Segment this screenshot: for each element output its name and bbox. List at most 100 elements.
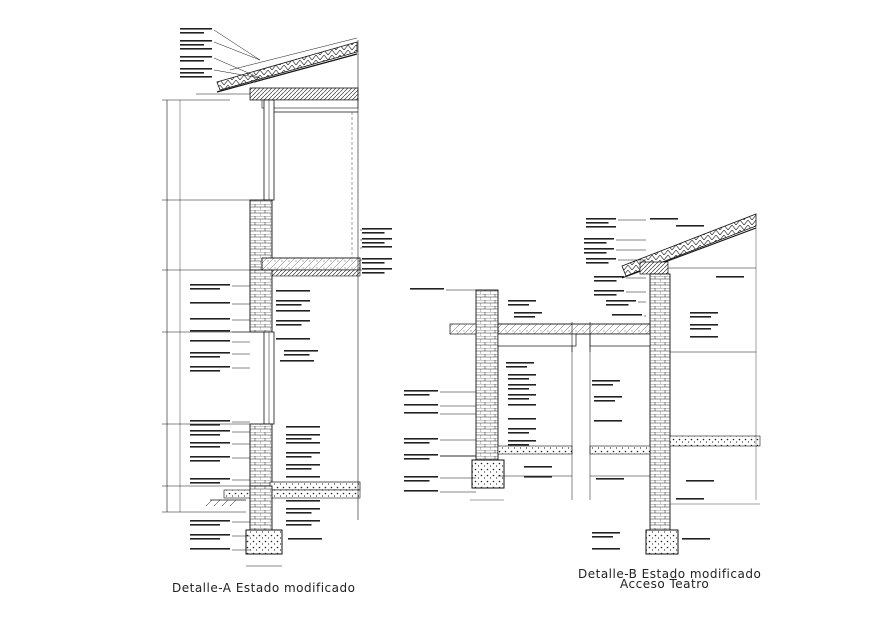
annotation-mark [676, 498, 704, 500]
leader-line [213, 57, 261, 79]
annotation-mark [276, 290, 310, 292]
annotation-mark [190, 442, 230, 444]
annotation-mark [362, 262, 385, 264]
annotation-mark [190, 434, 220, 436]
annotation-mark [180, 68, 212, 70]
annotation-mark [508, 432, 529, 434]
annotation-mark [190, 424, 220, 426]
annotation-mark [508, 374, 536, 376]
leader-line [213, 29, 261, 61]
annotation-mark [586, 226, 616, 228]
annotation-mark [584, 252, 607, 254]
detail-a-caption: Detalle-A Estado modificado [172, 581, 356, 595]
annotation-mark [288, 538, 322, 540]
annotation-mark [190, 352, 230, 354]
annotation-mark [190, 534, 230, 536]
annotation-mark [190, 524, 220, 526]
annotation-mark [404, 404, 438, 406]
annotation-mark [404, 394, 430, 396]
annotation-mark [594, 400, 615, 402]
annotation-mark [612, 314, 642, 316]
annotation-mark [180, 32, 204, 34]
annotation-mark [284, 354, 310, 356]
annotation-mark [190, 430, 230, 432]
annotation-mark [584, 248, 614, 250]
annotation-mark [190, 456, 230, 458]
annotation-mark [190, 366, 230, 368]
annotation-mark [594, 420, 622, 422]
annotation-mark [404, 442, 430, 444]
annotation-mark [362, 258, 392, 260]
annotation-mark [286, 520, 320, 522]
annotation-mark [586, 262, 609, 264]
annotation-mark [190, 318, 230, 320]
annotation-mark [596, 478, 624, 480]
annotation-mark [286, 452, 320, 454]
annotation-mark [286, 426, 320, 428]
annotation-mark [686, 480, 714, 482]
annotation-mark [508, 300, 536, 302]
annotation-mark [690, 312, 718, 314]
detail-b-drawing [440, 213, 761, 555]
roof-a [216, 41, 358, 91]
annotation-mark [508, 444, 529, 446]
annotation-mark [286, 456, 312, 458]
annotation-mark [650, 218, 678, 220]
annotation-mark [180, 40, 212, 42]
annotation-mark [286, 468, 312, 470]
annotation-mark [286, 500, 320, 502]
annotation-mark [508, 394, 536, 396]
annotation-mark [584, 238, 614, 240]
annotation-mark [276, 338, 310, 340]
annotation-mark [286, 434, 320, 436]
annotation-mark [276, 310, 310, 312]
annotation-mark [594, 276, 624, 278]
annotation-mark [284, 350, 318, 352]
annotation-mark [404, 490, 438, 492]
annotation-mark [508, 388, 529, 390]
annotation-mark [508, 304, 529, 306]
annotation-mark [180, 28, 212, 30]
annotation-mark [190, 420, 230, 422]
annotation-mark [190, 446, 220, 448]
annotation-mark [682, 538, 710, 540]
annotation-mark [286, 524, 312, 526]
annotation-mark [404, 480, 430, 482]
annotation-mark [404, 412, 438, 414]
detail-a-drawing [162, 37, 361, 567]
annotation-mark [508, 378, 529, 380]
annotation-mark [362, 232, 385, 234]
annotation-mark [508, 440, 536, 442]
annotation-mark [286, 464, 320, 466]
annotation-mark [286, 476, 320, 478]
annotation-mark [190, 288, 220, 290]
annotation-mark [676, 225, 704, 227]
annotation-mark [280, 360, 314, 362]
annotation-mark [586, 222, 609, 224]
annotation-mark [190, 538, 220, 540]
annotation-mark [286, 442, 320, 444]
annotation-mark [690, 328, 711, 330]
annotation-mark [514, 316, 535, 318]
annotation-mark [180, 56, 212, 58]
annotation-mark [594, 280, 617, 282]
annotation-mark [584, 242, 607, 244]
annotation-mark [404, 458, 430, 460]
leader-line [213, 69, 261, 79]
annotation-mark [362, 228, 392, 230]
annotation-mark [404, 454, 438, 456]
detail-b-subcaption: Acceso Teatro [620, 577, 710, 591]
annotation-mark [508, 418, 536, 420]
annotation-mark [586, 218, 616, 220]
annotation-mark [180, 76, 212, 78]
annotation-mark [276, 304, 302, 306]
annotation-mark [524, 476, 552, 478]
annotation-mark [690, 316, 711, 318]
annotation-mark [594, 396, 622, 398]
annotation-mark [362, 246, 392, 248]
annotation-mark [506, 366, 527, 368]
annotation-mark [190, 548, 230, 550]
annotation-mark [606, 304, 629, 306]
annotation-mark [524, 466, 552, 468]
annotation-mark [180, 44, 204, 46]
